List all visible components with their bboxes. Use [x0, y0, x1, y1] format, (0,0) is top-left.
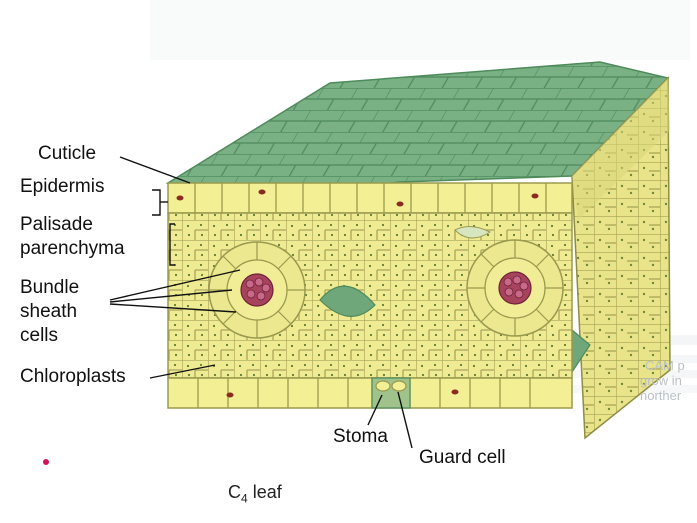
- label-epidermis: Epidermis: [20, 176, 104, 198]
- caption-subscript: 4: [241, 492, 248, 506]
- label-bundle-1: Bundle: [20, 277, 79, 299]
- label-cuticle: Cuticle: [38, 143, 96, 165]
- vascular-bundle-right: [467, 240, 563, 336]
- bleed-through-line-2: grow in: [640, 373, 682, 388]
- label-bundle-3: cells: [20, 325, 58, 347]
- label-chloroplasts: Chloroplasts: [20, 366, 126, 388]
- cuticle-leader: [120, 157, 190, 183]
- bleed-through-line-3: norther: [640, 388, 681, 403]
- guard-cell-right: [392, 381, 406, 391]
- vascular-bundle-left: [209, 242, 305, 338]
- bleed-through-line-1: CAM p: [645, 358, 685, 373]
- label-palisade-1: Palisade: [20, 214, 93, 236]
- caption-rest: leaf: [248, 482, 282, 502]
- label-bundle-2: sheath: [20, 301, 77, 323]
- guard-cell-left: [376, 381, 390, 391]
- pink-dot-marker: [43, 459, 49, 465]
- caption-letter: C: [228, 482, 241, 502]
- label-palisade-2: parenchyma: [20, 238, 125, 260]
- label-guard-cell: Guard cell: [419, 447, 506, 469]
- label-stoma: Stoma: [333, 426, 388, 448]
- lower-epidermis: [168, 378, 572, 408]
- epidermis-bracket: [152, 190, 160, 215]
- upper-epidermis: [168, 183, 572, 213]
- figure-caption: C4 leaf: [228, 482, 282, 506]
